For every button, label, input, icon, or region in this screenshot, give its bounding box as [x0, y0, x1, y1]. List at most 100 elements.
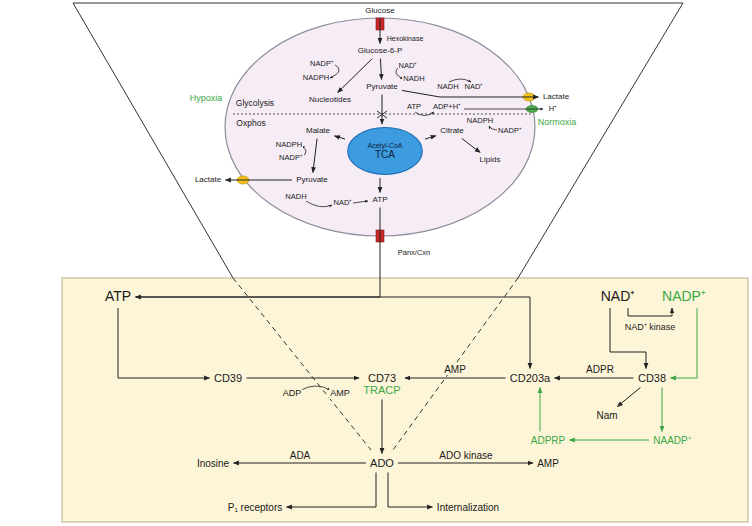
pathway-arrow [380, 59, 381, 80]
pathway-arrow [335, 136, 346, 139]
pathway-arrow [405, 378, 506, 379]
cell-outline [225, 18, 535, 236]
pathway-arrow [610, 308, 646, 369]
node-text: Pyruvate [366, 83, 398, 92]
pathway-arrow [380, 178, 381, 193]
pathway-arrow [555, 378, 634, 379]
tca-cycle: Acetyl-CoATCA [347, 126, 423, 176]
tca-ellipse-shape [348, 128, 422, 175]
node-text: Citrate [440, 127, 464, 136]
fate-label: P₁ receptors [226, 501, 285, 514]
pathway-arrow [462, 139, 480, 153]
node-text: Nam [596, 410, 617, 421]
nucleotide-label: NADP⁺ [660, 288, 708, 306]
node-text: TCA [375, 149, 395, 160]
metabolite-label: Citrate [438, 126, 466, 137]
node-text: Internalization [437, 502, 499, 513]
metabolite-label: ATP [371, 195, 390, 206]
enzyme-label: CD203a [508, 371, 553, 386]
cofactor-label: ADP+H⁺ [432, 103, 462, 111]
cofactor-label: Oxphos [235, 119, 266, 128]
node-text: Lactate [195, 176, 221, 185]
metabolite-label: Glucose [363, 6, 397, 17]
metabolite-label: Lactate [193, 175, 224, 186]
node-text: Inosine [197, 458, 229, 469]
node-text: CD203a [510, 372, 550, 384]
zoom-funnel [73, 3, 683, 278]
cofactor-label: NADP⁺ [309, 60, 335, 68]
pathway-arrow [247, 378, 360, 379]
pathway-arrow [402, 90, 539, 97]
cofactor-label: NADPH [466, 117, 494, 125]
edge-label: NAD⁺ kinase [624, 323, 677, 333]
nucleotide-label: ATP [103, 288, 134, 306]
node-text: AMP [537, 458, 559, 469]
node-text: CD38 [638, 372, 666, 384]
metabolite-label: Pyruvate [294, 175, 330, 186]
metabolite-label: Lipids [478, 155, 503, 166]
pathway-arrow [234, 463, 367, 464]
cofactor-label: NAD⁺ [464, 83, 485, 91]
node-text: ATP [105, 289, 131, 304]
pathway-arrow [671, 308, 698, 378]
edge-label: ADA [289, 450, 312, 461]
node-text: CD73 [368, 372, 396, 384]
metabolite-label: Glucose-6-P [356, 46, 405, 57]
pathway-arrow [388, 473, 433, 508]
metabolite-label: NAADP⁺ [651, 434, 693, 447]
node-text: ADO [370, 457, 394, 469]
pathway-arrow [226, 180, 293, 181]
fate-label: Internalization [435, 501, 502, 514]
metabolite-label: AMP [535, 457, 561, 470]
cofactor-label: Glycolysis [235, 99, 275, 108]
pathway-arrow [425, 136, 436, 139]
pathway-arrow [287, 473, 377, 508]
cofactor-label: NADP⁺ [497, 127, 523, 135]
pathway-arrow [628, 308, 672, 316]
cofactor-label: ATP [406, 103, 422, 111]
node-text: ATP [373, 196, 388, 205]
cofactor-label: NADP⁺ [278, 154, 304, 162]
node-text: NAD⁺ [601, 289, 636, 304]
enzyme-label: CD39 [212, 371, 245, 386]
edge-label: Hexokinase [386, 35, 425, 43]
edge-label: AMP [443, 364, 467, 375]
cofactor-label: NADPH [275, 141, 303, 149]
edge-label: ADO kinase [438, 450, 493, 461]
pathway-arrow [380, 19, 381, 44]
cofactor-label: NADH [402, 75, 425, 83]
metabolite-label: ADPRP [529, 434, 568, 447]
node-text: Glucose [365, 7, 394, 16]
node-text: P₁ receptors [228, 502, 283, 513]
cofactor-label: NADH [284, 193, 307, 201]
metabolite-label: Pyruvate [364, 82, 400, 93]
pathway-arrow [382, 400, 383, 454]
node-text: CD39 [214, 372, 242, 384]
zoom-dashed-lines [233, 278, 518, 450]
node-text: Glucose-6-P [358, 47, 402, 56]
node-text: Acetyl-CoA [367, 142, 402, 150]
node-text: ADPRP [531, 435, 565, 446]
cofactor-label: NAD⁺ [398, 62, 419, 70]
pathway-arrow [570, 440, 650, 441]
node-text: NAADP⁺ [653, 435, 690, 446]
edge-label: ADPR [585, 364, 615, 375]
cofactor-arrows [301, 64, 543, 390]
cofactor-label: ADP [282, 389, 303, 399]
pathway-arrow [136, 297, 531, 369]
node-text: Lipids [480, 156, 501, 165]
node-text: NADP⁺ [662, 289, 706, 304]
pathway-arrow [118, 308, 210, 378]
pathway-arrow [540, 388, 541, 432]
cofactor-label: NAD⁺ [333, 199, 354, 207]
metabolite-label: Inosine [195, 457, 232, 470]
pathway-arrow [382, 95, 383, 125]
metabolite-label: Nam [594, 409, 620, 422]
nucleotide-label: NAD⁺ [599, 288, 638, 306]
pathway-arrow [313, 139, 317, 173]
cofactor-label: Normoxia [537, 118, 578, 128]
cofactor-label: AMP [329, 389, 351, 399]
pathway-arrow [662, 388, 663, 432]
node-text: Malate [306, 127, 330, 136]
